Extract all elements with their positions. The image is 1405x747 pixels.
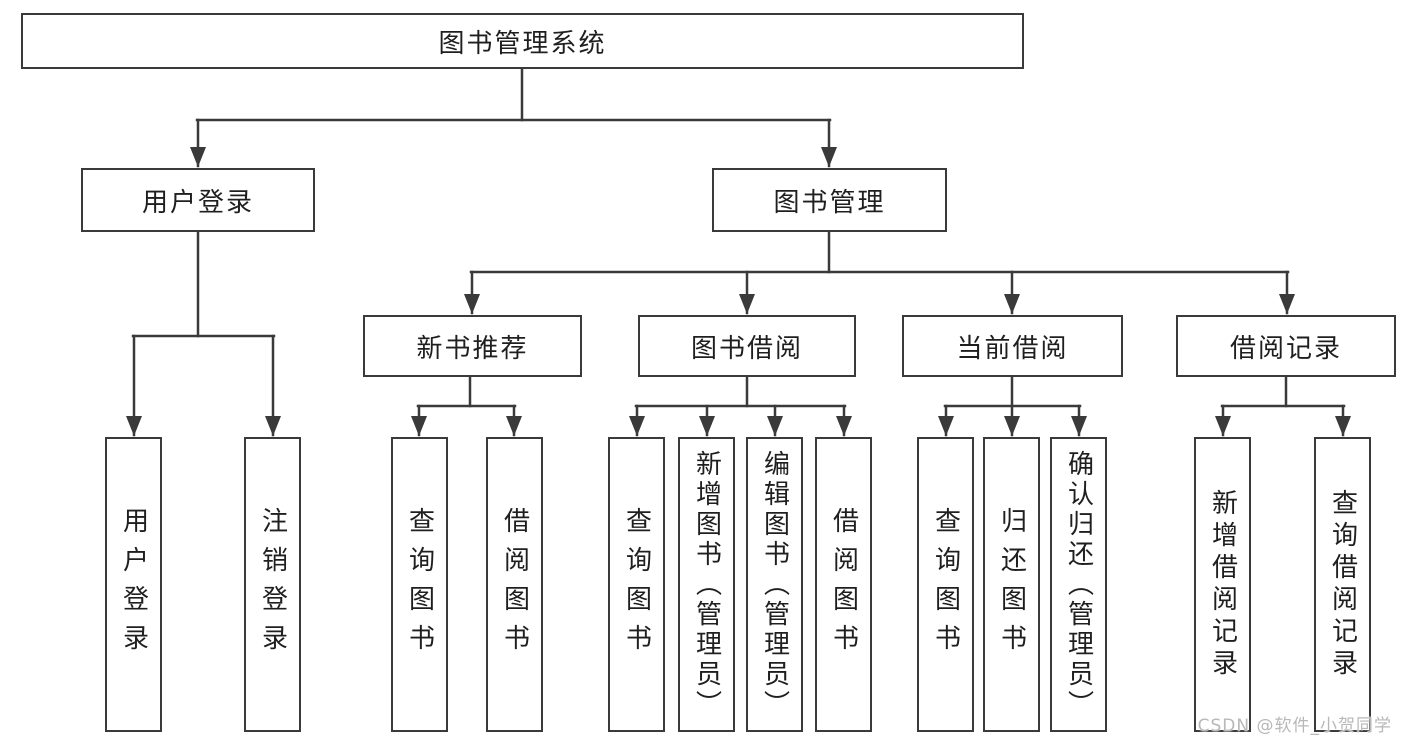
leaf-borrow-books: 借阅图书 xyxy=(486,437,543,732)
node-new-book-recommend: 新书推荐 xyxy=(363,315,582,377)
node-book-management: 图书管理 xyxy=(712,168,947,232)
leaf-query-borrow-record: 查询借阅记录 xyxy=(1314,437,1371,732)
leaf-confirm-return-admin: 确认归还（管理员） xyxy=(1050,437,1107,732)
leaf-borrow-books: 借阅图书 xyxy=(815,437,872,732)
node-book-borrow: 图书借阅 xyxy=(638,315,856,377)
node-user-login: 用户登录 xyxy=(81,168,315,232)
leaf-return-books: 归还图书 xyxy=(983,437,1040,732)
leaf-query-books: 查询图书 xyxy=(608,437,665,732)
leaf-logout-login: 注销登录 xyxy=(244,437,301,732)
leaf-edit-books-admin: 编辑图书（管理员） xyxy=(746,437,803,732)
node-borrow-records: 借阅记录 xyxy=(1176,315,1396,377)
leaf-query-books: 查询图书 xyxy=(391,437,448,732)
leaf-add-books-admin: 新增图书（管理员） xyxy=(678,437,735,732)
leaf-query-books: 查询图书 xyxy=(917,437,974,732)
leaf-user-login: 用户登录 xyxy=(105,437,162,732)
node-current-borrow: 当前借阅 xyxy=(902,315,1123,377)
csdn-watermark: CSDN @软件_小贺同学 xyxy=(1197,716,1392,736)
node-library-management-system: 图书管理系统 xyxy=(21,13,1024,69)
leaf-add-borrow-record: 新增借阅记录 xyxy=(1194,437,1251,732)
